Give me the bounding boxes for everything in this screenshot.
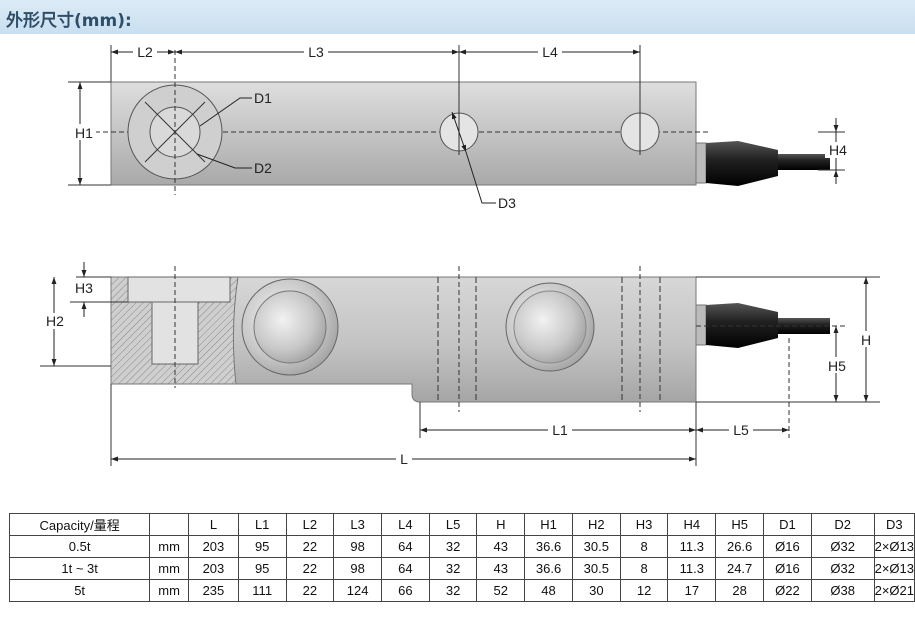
header-cell: L2 (285, 513, 335, 536)
section-header: 外形尺寸(mm): (0, 0, 915, 34)
side-view: H3 H2 H H5 L1 L5 L (40, 262, 880, 467)
value-cell: 30 (571, 579, 621, 602)
value-cell: 64 (381, 535, 430, 558)
dim-H5: H5 (828, 358, 846, 374)
dim-D1: D1 (254, 90, 272, 106)
value-cell: 43 (476, 535, 526, 558)
value-cell: Ø32 (810, 557, 875, 580)
value-cell: 2×Ø13 (873, 557, 915, 580)
value-cell: 30.5 (571, 557, 621, 580)
unit-cell: mm (149, 535, 190, 558)
cable-gland (706, 141, 778, 186)
value-cell: 26.6 (715, 535, 765, 558)
value-cell: 95 (237, 535, 287, 558)
header-cell: D1 (763, 513, 812, 536)
value-cell: 24.7 (715, 557, 765, 580)
header-cell: H5 (715, 513, 765, 536)
capacity-cell: 5t (8, 579, 151, 602)
value-cell: 22 (285, 557, 335, 580)
dim-D2: D2 (254, 160, 272, 176)
dim-L5: L5 (733, 422, 749, 438)
value-cell: 2×Ø21 (873, 579, 915, 602)
value-cell: 17 (667, 579, 717, 602)
unit-cell: mm (149, 579, 190, 602)
value-cell: 32 (428, 557, 478, 580)
section-title: 外形尺寸(mm): (6, 11, 132, 31)
dim-L2: L2 (137, 44, 153, 60)
value-cell: 22 (285, 579, 335, 602)
value-cell: 12 (619, 579, 669, 602)
value-cell: Ø16 (763, 535, 812, 558)
value-cell: 66 (381, 579, 430, 602)
dim-L4: L4 (542, 44, 558, 60)
dim-H3: H3 (75, 280, 93, 296)
unit-cell: mm (149, 557, 190, 580)
value-cell: 8 (619, 535, 669, 558)
value-cell: 11.3 (667, 557, 717, 580)
header-cell: L1 (237, 513, 287, 536)
header-cell: H4 (667, 513, 717, 536)
header-cell: D3 (873, 513, 915, 536)
top-view: L2 L3 L4 H1 D1 D2 D3 H4 (68, 44, 851, 211)
value-cell: 32 (428, 535, 478, 558)
value-cell: 203 (188, 557, 239, 580)
value-cell: 111 (237, 579, 287, 602)
value-cell: 8 (619, 557, 669, 580)
value-cell: 95 (237, 557, 287, 580)
value-cell: 203 (188, 535, 239, 558)
dim-L: L (400, 451, 408, 467)
header-cell: L5 (428, 513, 478, 536)
header-capacity: Capacity/量程 (8, 513, 151, 536)
value-cell: Ø32 (810, 535, 875, 558)
dimension-drawing: L2 L3 L4 H1 D1 D2 D3 H4 (40, 44, 880, 467)
capacity-cell: 0.5t (8, 535, 151, 558)
value-cell: 64 (381, 557, 430, 580)
value-cell: 28 (715, 579, 765, 602)
dim-L3: L3 (308, 44, 324, 60)
header-cell: L (188, 513, 239, 536)
header-cell: D2 (810, 513, 875, 536)
value-cell: 98 (333, 535, 383, 558)
header-cell: L4 (381, 513, 430, 536)
value-cell: 43 (476, 557, 526, 580)
dim-L1: L1 (552, 422, 568, 438)
value-cell: Ø16 (763, 557, 812, 580)
capacity-cell: 1t ~ 3t (8, 557, 151, 580)
dim-H4: H4 (829, 142, 847, 158)
cable (778, 154, 830, 170)
value-cell: 22 (285, 535, 335, 558)
header-cell: L3 (333, 513, 383, 536)
header-cell: H3 (619, 513, 669, 536)
cable-gland-nut (695, 142, 707, 184)
value-cell: 36.6 (524, 535, 573, 558)
counterbore (127, 276, 231, 303)
value-cell: 36.6 (524, 557, 573, 580)
value-cell: Ø22 (763, 579, 812, 602)
dim-D3: D3 (498, 195, 516, 211)
value-cell: 52 (476, 579, 526, 602)
dim-H: H (861, 332, 871, 348)
value-cell: 48 (524, 579, 573, 602)
value-cell: Ø38 (810, 579, 875, 602)
dim-H1: H1 (75, 125, 93, 141)
header-cell: H1 (524, 513, 573, 536)
value-cell: 32 (428, 579, 478, 602)
value-cell: 2×Ø13 (873, 535, 915, 558)
header-cell: H2 (571, 513, 621, 536)
value-cell: 124 (333, 579, 383, 602)
value-cell: 11.3 (667, 535, 717, 558)
value-cell: 98 (333, 557, 383, 580)
value-cell: 235 (188, 579, 239, 602)
dim-H2: H2 (46, 313, 64, 329)
header-cell: H (476, 513, 526, 536)
value-cell: 30.5 (571, 535, 621, 558)
header-unit (149, 513, 190, 536)
